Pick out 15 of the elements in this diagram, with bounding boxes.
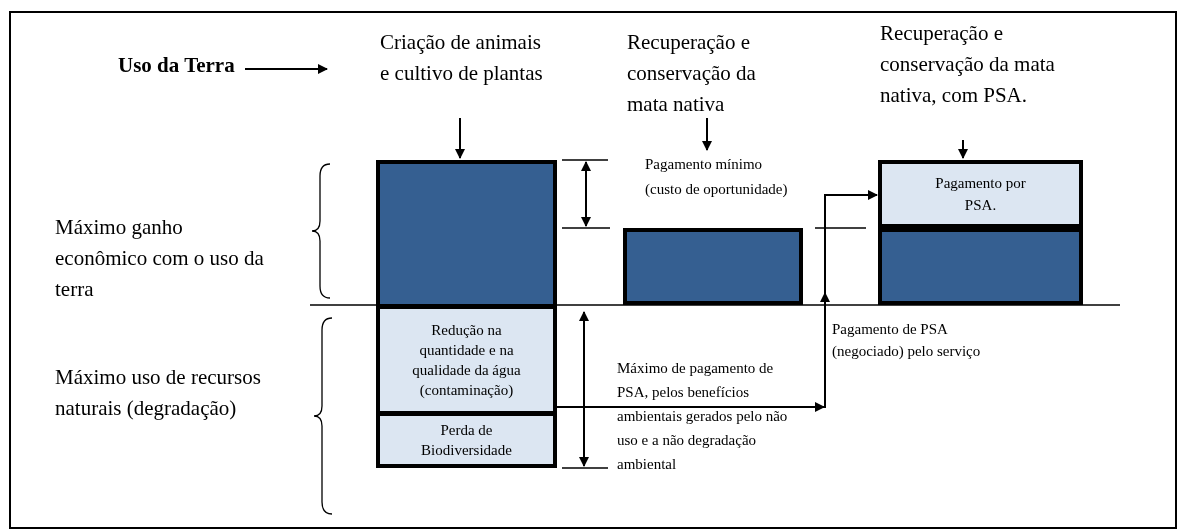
label-text: Pagamento de PSA (negociado) pelo serviço	[832, 320, 982, 361]
label-text: Máximo de pagamento de PSA, pelos benefícios ambientais gerados pelo não uso e a não degradação ambiental	[617, 359, 789, 474]
note-text: Pagamento mínimo (custo de oportunidade)	[645, 152, 795, 227]
filled-block	[376, 160, 557, 308]
column-heading: Recuperação e conservação da mata nativa, com PSA.	[880, 18, 1058, 142]
filled-block	[623, 228, 803, 305]
text-block: Pagamento por PSA.	[878, 160, 1083, 228]
heading-text: Uso da Terra	[118, 50, 245, 76]
column-heading: Criação de animais e cultivo de plantas	[380, 27, 545, 120]
label-text: Máximo ganho econômico com o uso da terra	[55, 214, 265, 303]
filled-block	[878, 228, 1083, 305]
column-heading: Recuperação e conservação da mata nativa	[627, 27, 797, 120]
label-text: Máximo uso de recursos naturais (degradação)	[55, 364, 262, 422]
text-block: Redução na quantidade e na qualidade da água (contaminação)	[376, 305, 557, 415]
text-block: Perda de Biodiversidade	[376, 412, 557, 468]
